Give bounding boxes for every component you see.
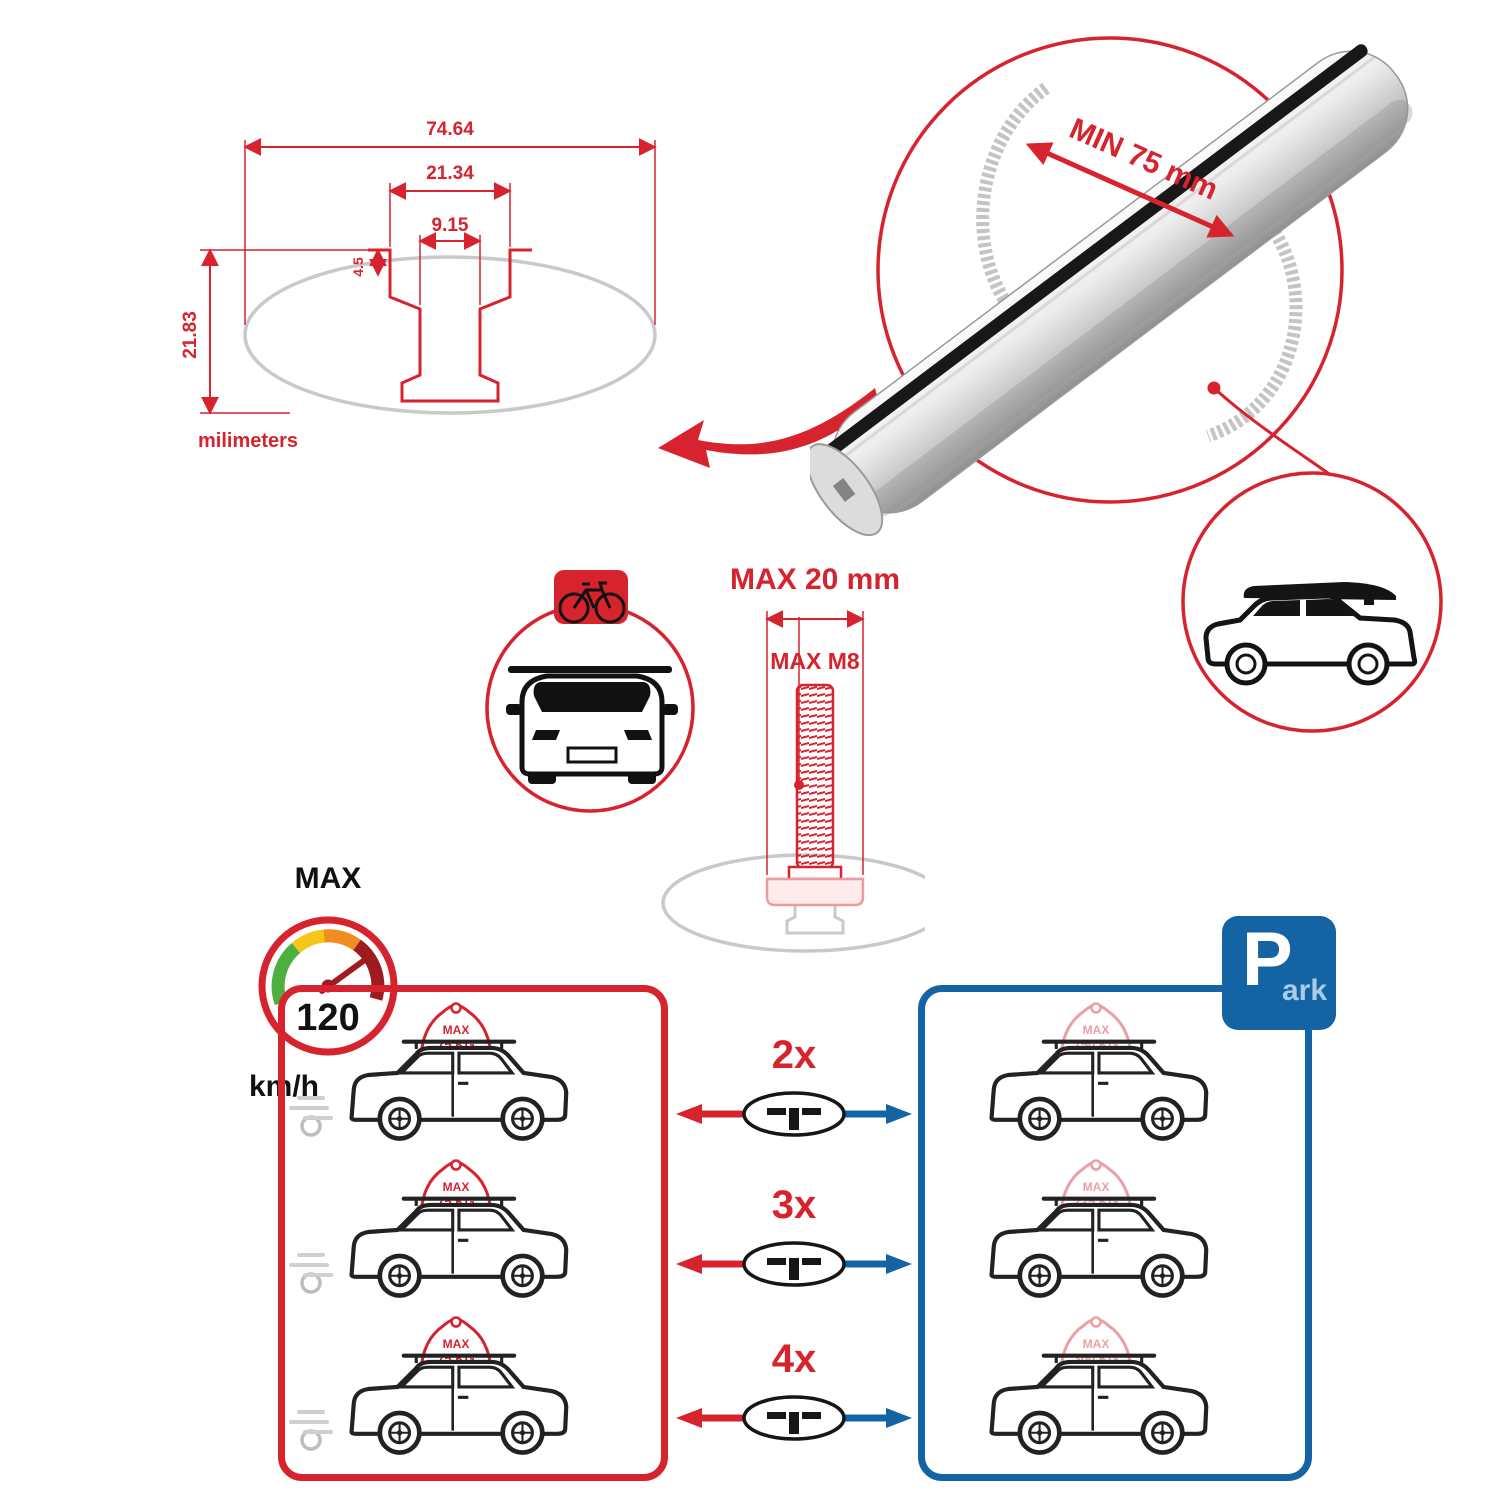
roof-crossbar — [508, 666, 672, 673]
car-front-icon — [506, 666, 678, 784]
suv-side-icon — [975, 1025, 1225, 1150]
count-graphic: 3x — [676, 1183, 912, 1287]
arrow-left — [676, 1254, 702, 1274]
car-front-bike-circle — [485, 570, 695, 813]
arrow-right — [886, 1254, 912, 1274]
bolt-collar — [787, 865, 843, 881]
count-label: 4x — [772, 1337, 817, 1381]
count-graphic: 2x — [676, 1033, 912, 1137]
arrow-left — [676, 1408, 702, 1428]
badge-max: MAX — [443, 1337, 470, 1351]
park-sign-ark: ark — [1282, 974, 1328, 1007]
driving-car-row: MAX 75 KG — [285, 1157, 661, 1309]
motion-lines — [289, 1096, 333, 1138]
bar-count-row: 3x — [668, 1182, 920, 1302]
t-slot-profile — [368, 248, 532, 403]
suv-side-icon — [335, 1182, 585, 1307]
park-sign-p: P — [1242, 917, 1293, 1002]
bar-count-row: 2x — [668, 1032, 920, 1152]
badge-max: MAX — [1083, 1023, 1110, 1037]
clamp-hoop-left — [976, 82, 1059, 354]
suv-side-icon — [335, 1339, 585, 1464]
min-span-arrow — [1025, 142, 1235, 238]
dim-slot-inner-label: 9.15 — [432, 215, 469, 236]
count-label: 3x — [772, 1183, 817, 1227]
gauge-value: 120 — [296, 997, 359, 1039]
badge-max: MAX — [1083, 1337, 1110, 1351]
parking-panel: MAX 150 KG MAX 225 KG MAX 30 — [918, 985, 1312, 1481]
clamp-hoop-right — [1205, 190, 1303, 443]
dim-total-height-label: 21.83 — [180, 311, 201, 359]
suv-side-icon — [335, 1025, 585, 1150]
count-label: 2x — [772, 1033, 817, 1077]
dim-slot-outer-label: 21.34 — [426, 163, 474, 184]
profile-dimension-diagram: 74.64 21.34 9.15 4.5 21.83 milimeters — [180, 119, 657, 452]
count-graphic: 4x — [676, 1337, 912, 1441]
park-sign: P ark — [1222, 916, 1336, 1030]
driving-car-row: MAX 75 KG — [285, 1000, 661, 1152]
arrow-right — [886, 1104, 912, 1124]
suv-roofbox-circle — [1181, 471, 1443, 733]
motion-lines — [289, 1409, 333, 1451]
suv-with-roofbox — [1203, 582, 1418, 686]
arrow-left — [676, 1104, 702, 1124]
parked-car-row: MAX 300 KG — [925, 1314, 1305, 1466]
driving-car-row: MAX 75 KG — [285, 1314, 661, 1466]
suv-side-icon — [975, 1339, 1225, 1464]
bar-ellipse-outline — [243, 255, 657, 415]
bolt-max-width-label: MAX 20 mm — [730, 563, 900, 596]
badge-max: MAX — [1083, 1180, 1110, 1194]
bike-chip — [554, 570, 628, 624]
bolt-t-head — [765, 877, 865, 907]
badge-max: MAX — [443, 1180, 470, 1194]
bolt-shaft — [795, 683, 835, 870]
link-arrow — [658, 388, 878, 468]
parked-car-row: MAX 225 KG — [925, 1157, 1305, 1309]
gauge-max-label: MAX — [295, 862, 362, 895]
suv-side-icon — [975, 1182, 1225, 1307]
parked-car-row: MAX 150 KG — [925, 1000, 1305, 1152]
motion-lines — [289, 1252, 333, 1294]
units-label: milimeters — [198, 430, 298, 452]
arrow-right — [886, 1408, 912, 1428]
driving-panel: MAX 75 KG MAX 75 KG — [278, 985, 668, 1481]
bolt-diagram: MAX 20 mm MAX M8 — [661, 563, 925, 953]
bolt-max-thread-label: MAX M8 — [770, 648, 860, 674]
dim-lip-label: 4.5 — [350, 257, 366, 277]
bicycle-icon — [558, 581, 626, 624]
badge-max: MAX — [443, 1023, 470, 1037]
dim-total-width-label: 74.64 — [426, 119, 474, 140]
bar-photo-magnifier: MIN 75 mm — [810, 36, 1413, 537]
curved-arrow-shape — [658, 388, 878, 468]
bar-count-row: 4x — [668, 1336, 920, 1456]
